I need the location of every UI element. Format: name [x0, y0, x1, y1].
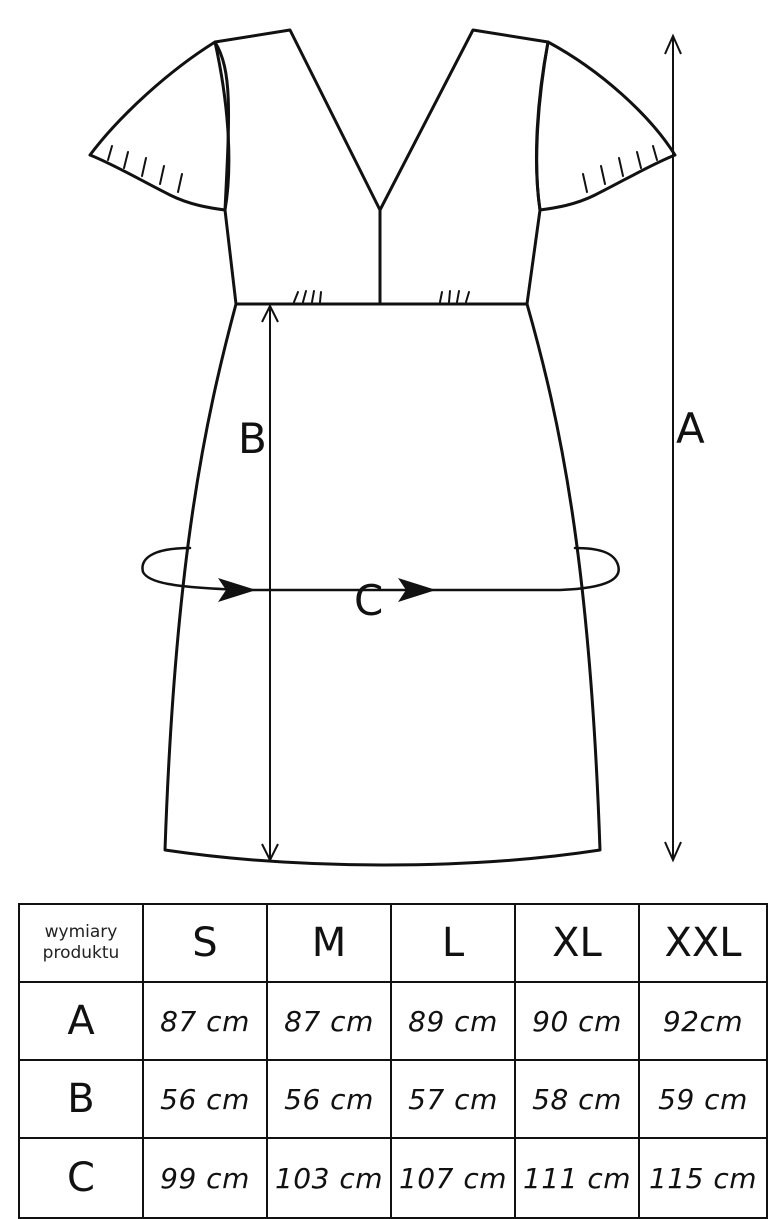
table-cell: 56 cm [142, 1059, 268, 1139]
size-header: XXL [638, 903, 768, 983]
size-header: M [266, 903, 392, 983]
dress-diagram: A B C [88, 28, 705, 867]
table-cell: 115 cm [638, 1137, 768, 1219]
b-arrow-top [261, 303, 279, 323]
size-header: S [142, 903, 268, 983]
size-header: XL [514, 903, 640, 983]
table-cell: 103 cm [266, 1137, 392, 1219]
label-c: C [354, 576, 384, 625]
row-label: B [18, 1059, 144, 1139]
table-row: C 99 cm 103 cm 107 cm 111 cm 115 cm [18, 1137, 768, 1219]
b-arrow-bottom [261, 843, 279, 863]
row-label: C [18, 1137, 144, 1219]
c-arrow-left [218, 578, 256, 602]
label-b: B [238, 414, 267, 463]
bodice [213, 28, 550, 306]
row-label: A [18, 981, 144, 1061]
table-cell: 87 cm [142, 981, 268, 1061]
skirt [163, 302, 602, 867]
table-cell: 90 cm [514, 981, 640, 1061]
right-sleeve [534, 40, 677, 212]
table-cell: 107 cm [390, 1137, 516, 1219]
size-header: L [390, 903, 516, 983]
table-cell: 99 cm [142, 1137, 268, 1219]
table-cell: 58 cm [514, 1059, 640, 1139]
table-cell: 92cm [638, 981, 768, 1061]
table-cell: 57 cm [390, 1059, 516, 1139]
table-cell: 59 cm [638, 1059, 768, 1139]
c-arrow-right [398, 578, 436, 602]
table-cell: 89 cm [390, 981, 516, 1061]
dress-outline [88, 28, 682, 867]
table-row: B 56 cm 56 cm 57 cm 58 cm 59 cm [18, 1059, 768, 1139]
label-a: A [676, 404, 705, 453]
table-cell: 56 cm [266, 1059, 392, 1139]
table-row: A 87 cm 87 cm 89 cm 90 cm 92cm [18, 981, 768, 1061]
a-arrow-bottom [664, 841, 682, 863]
a-arrow-top [664, 33, 682, 55]
table-cell: 111 cm [514, 1137, 640, 1219]
table-cell: 87 cm [266, 981, 392, 1061]
